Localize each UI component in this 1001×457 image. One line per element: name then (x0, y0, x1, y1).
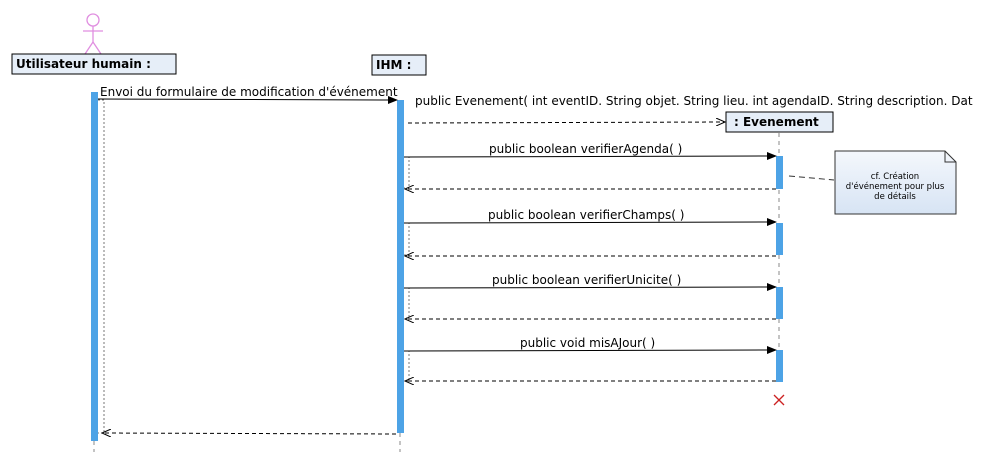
message-verifier-champs-label: public boolean verifierChamps( ) (488, 208, 684, 222)
message-verifier-agenda-label: public boolean verifierAgenda( ) (489, 142, 682, 156)
note: cf. Création d'événement pour plus de dé… (788, 150, 957, 215)
execution-outlines (98, 99, 410, 434)
participant-user-label: Utilisateur humain : (16, 57, 151, 71)
message-verifier-unicite-label: public boolean verifierUnicite( ) (492, 273, 681, 287)
message-verifier-unicite: public boolean verifierUnicite( ) (403, 273, 777, 319)
message-send-form-label: Envoi du formulaire de modification d'év… (100, 85, 398, 99)
participant-ihm-label: IHM : (376, 58, 411, 72)
activations (91, 92, 783, 441)
activation-event-2 (776, 223, 783, 255)
destroy-icon (773, 394, 785, 406)
actor-icon (83, 13, 103, 55)
message-send-form: Envoi du formulaire de modification d'év… (97, 85, 398, 104)
participant-event[interactable]: : Evenement (725, 111, 834, 133)
note-line-1: cf. Création (871, 171, 919, 182)
activation-user (91, 92, 98, 441)
note-line-2: d'événement pour plus (846, 181, 945, 192)
participant-user[interactable]: Utilisateur humain : (11, 53, 177, 75)
activation-event-1 (776, 156, 783, 189)
participant-event-label: : Evenement (734, 115, 819, 129)
activation-event-4 (776, 350, 783, 382)
activation-ihm (397, 100, 404, 433)
message-verifier-champs: public boolean verifierChamps( ) (403, 208, 777, 256)
participant-ihm[interactable]: IHM : (371, 54, 427, 76)
note-line-3: de détails (874, 191, 916, 202)
message-create-label: public Evenement( int eventID. String ob… (415, 94, 973, 108)
message-verifier-agenda: public boolean verifierAgenda( ) (403, 142, 777, 189)
lifelines (93, 133, 780, 452)
message-return-user (102, 433, 397, 434)
message-mis-a-jour-label: public void misAJour( ) (520, 336, 655, 350)
activation-event-3 (776, 287, 783, 319)
message-mis-a-jour: public void misAJour( ) (403, 336, 777, 381)
message-create: public Evenement( int eventID. String ob… (407, 94, 973, 123)
